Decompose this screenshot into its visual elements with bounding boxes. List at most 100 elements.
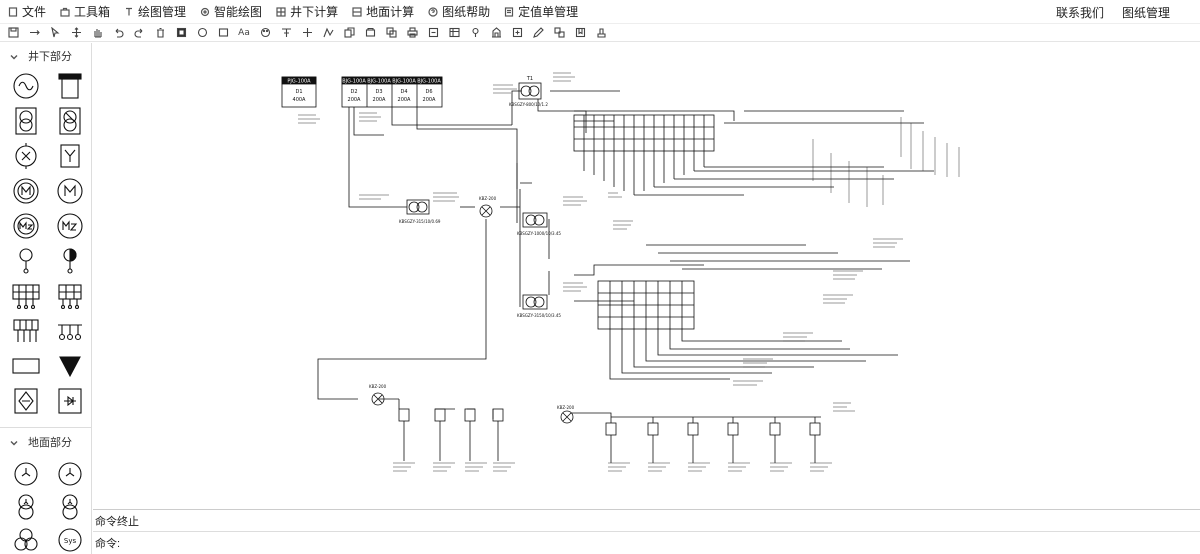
select-tool-button[interactable] (46, 25, 64, 41)
surface-sys-symbol[interactable]: Sys (48, 525, 92, 554)
surface-triple-transformer-symbol[interactable] (4, 525, 48, 554)
contact-link[interactable]: 联系我们 (1055, 5, 1104, 20)
triangle-symbol[interactable] (48, 351, 92, 381)
section-underground-header[interactable]: 井下部分 (0, 45, 91, 67)
diode-box-symbol[interactable] (48, 386, 92, 416)
command-area: 命令终止 命令: (93, 509, 1200, 554)
polyline-icon (322, 27, 333, 38)
distribution-box-symbol[interactable] (48, 316, 92, 346)
polyline-tool-button[interactable] (319, 25, 337, 41)
block-tool-button[interactable] (361, 25, 379, 41)
save-button[interactable] (4, 25, 22, 41)
source-d2-rating: 200A (348, 97, 362, 103)
delete-button[interactable] (151, 25, 169, 41)
frame-tool-button[interactable] (172, 25, 190, 41)
menu-smart-draw[interactable]: 智能绘图 (200, 3, 262, 20)
redo-button[interactable] (130, 25, 148, 41)
menu-surface-calc-label: 地面计算 (366, 5, 415, 19)
lamp-symbol[interactable] (4, 246, 48, 276)
rect-tool-button[interactable] (214, 25, 232, 41)
menu-file[interactable]: 文件 (8, 3, 46, 20)
lamp-filled-symbol[interactable] (48, 246, 92, 276)
switchgear-grid-symbol[interactable] (4, 281, 48, 311)
starter-symbol[interactable] (48, 141, 92, 171)
help-icon (428, 6, 438, 17)
table-tool-button[interactable] (445, 25, 463, 41)
ac-source-icon (13, 73, 39, 99)
menu-file-label: 文件 (22, 5, 47, 19)
bookmark-tool-button[interactable] (571, 25, 589, 41)
edit-tool-button[interactable] (529, 25, 547, 41)
motor-mz2-symbol[interactable] (48, 211, 92, 241)
menu-draw-manage-label: 绘图管理 (138, 5, 187, 19)
menu-toolbox[interactable]: 工具箱 (60, 3, 110, 20)
copy-tool-button[interactable] (340, 25, 358, 41)
menu-draw-manage[interactable]: 绘图管理 (124, 3, 186, 20)
ac-source-symbol[interactable] (4, 71, 48, 101)
trim-tool-button[interactable] (298, 25, 316, 41)
transformer-symbol[interactable] (4, 106, 48, 136)
surface-dual-transformer2-symbol[interactable] (48, 492, 92, 522)
kbz-lower-label: KBZ-200 (369, 384, 387, 389)
export-icon (428, 27, 438, 38)
block-icon (365, 27, 375, 37)
source-d6-rating: 200A (423, 97, 437, 103)
menu-surface-calc[interactable]: 地面计算 (352, 3, 414, 20)
rectangle-icon (218, 28, 228, 37)
rectifier-symbol[interactable] (4, 386, 48, 416)
breaker-symbol[interactable] (4, 141, 48, 171)
text-tool-button[interactable]: Aa (238, 27, 250, 38)
menu-help[interactable]: 图纸帮助 (428, 3, 490, 20)
motor-symbol[interactable] (4, 176, 48, 206)
pin-tool-button[interactable] (466, 25, 484, 41)
motor-mz-symbol[interactable] (4, 211, 48, 241)
command-prompt: 命令: (95, 538, 121, 550)
motor-mz2-icon (57, 213, 83, 239)
distribution-box-icon (58, 324, 82, 341)
menu-setting-sheet[interactable]: 定值单管理 (504, 3, 578, 20)
command-input-row: 命令: (93, 532, 1200, 554)
surface-symbols: Sys (0, 459, 92, 554)
surface-transformer-y-symbol[interactable] (4, 459, 48, 489)
redo-icon (134, 28, 142, 38)
surface-transformer-y2-symbol[interactable] (48, 459, 92, 489)
menu-underground-calc[interactable]: 井下计算 (276, 3, 338, 20)
motor-m-symbol[interactable] (48, 176, 92, 206)
line-tool-button[interactable] (25, 25, 43, 41)
combo-switch-symbol[interactable] (4, 316, 48, 346)
rectangle-symbol[interactable] (4, 351, 48, 381)
circle-tool-button[interactable] (193, 25, 211, 41)
annotation-strokes (298, 72, 960, 472)
switch-cabinet-symbol[interactable] (48, 71, 92, 101)
source-d2-id: D2 (350, 89, 357, 95)
switchgear-multi-symbol[interactable] (48, 281, 92, 311)
section-surface-header[interactable]: 地面部分 (0, 431, 72, 453)
merge-tool-button[interactable] (550, 25, 568, 41)
switchgear-bank-upper (573, 110, 934, 196)
pan-tool-button[interactable] (88, 25, 106, 41)
surface-dual-transformer-symbol[interactable] (4, 492, 48, 522)
insert-tool-button[interactable] (508, 25, 526, 41)
layer-tool-button[interactable] (382, 25, 400, 41)
drawing-manage-link[interactable]: 图纸管理 (1121, 5, 1170, 20)
t1-type-label: KBSGZY-800/10/1.2 (509, 102, 548, 107)
building-tool-button[interactable] (487, 25, 505, 41)
rectifier-icon (14, 388, 38, 414)
dim-tool-button[interactable] (277, 25, 295, 41)
drawing-canvas[interactable]: PJG-100A D1 400A BJG-100A BJG-100A BJG-1… (93, 43, 1200, 509)
move-tool-button[interactable] (67, 25, 85, 41)
export-button[interactable] (424, 25, 442, 41)
brush-tool-button[interactable] (592, 25, 610, 41)
section-surface-label: 地面部分 (28, 437, 72, 449)
motor-mz-icon (13, 213, 39, 239)
color-tool-button[interactable] (256, 25, 274, 41)
kbz-breaker: KBZ-200 (479, 196, 497, 218)
menu-help-label: 图纸帮助 (442, 5, 491, 19)
merge-icon (553, 27, 565, 38)
print-button[interactable] (403, 25, 421, 41)
triangle-down-icon (59, 356, 81, 378)
command-input[interactable] (122, 537, 1200, 549)
insert-icon (512, 27, 522, 38)
undo-button[interactable] (109, 25, 127, 41)
mobile-substation-symbol[interactable] (48, 106, 92, 136)
